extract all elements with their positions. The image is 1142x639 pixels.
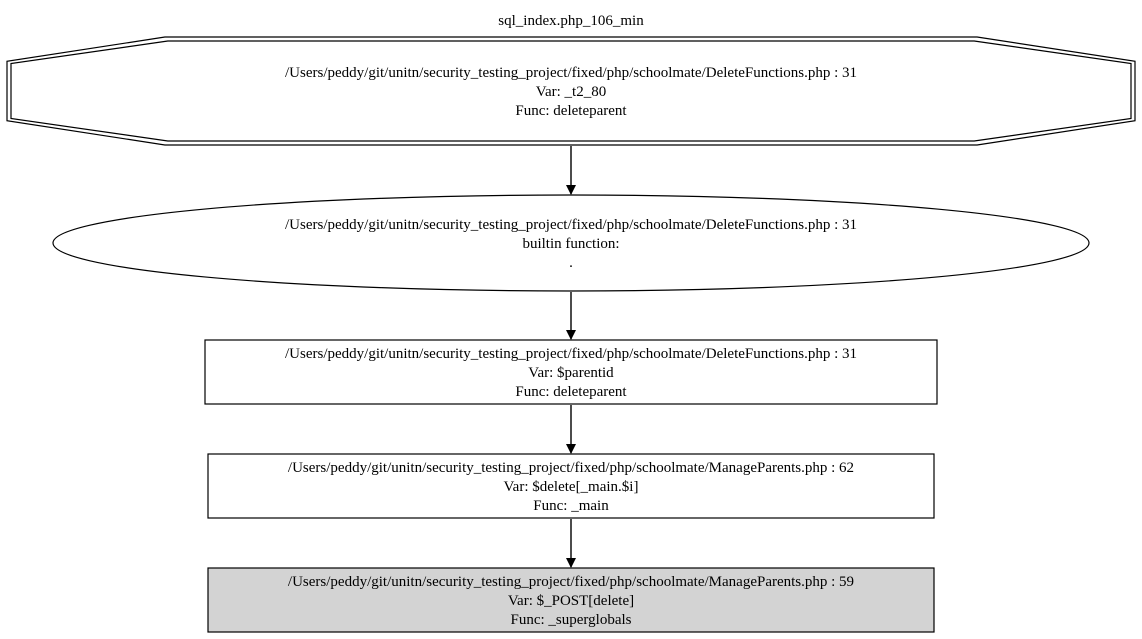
node-shape-outer bbox=[6, 36, 1136, 146]
node-label-line: Func: _main bbox=[533, 498, 609, 514]
graph-node-2: /Users/peddy/git/unitn/security_testing_… bbox=[52, 194, 1090, 292]
node-label-line: Func: deleteparent bbox=[515, 384, 627, 400]
nodes-layer: /Users/peddy/git/unitn/security_testing_… bbox=[6, 36, 1136, 633]
graph-title: sql_index.php_106_min bbox=[498, 13, 644, 29]
node-label-line: Var: $_POST[delete] bbox=[508, 593, 634, 609]
node-shape bbox=[52, 194, 1090, 292]
node-label-line: Func: _superglobals bbox=[511, 612, 632, 628]
node-label-line: /Users/peddy/git/unitn/security_testing_… bbox=[288, 574, 854, 590]
node-shape-inner bbox=[10, 40, 1132, 142]
node-label-line: builtin function: bbox=[522, 236, 619, 252]
node-label-line: /Users/peddy/git/unitn/security_testing_… bbox=[285, 65, 857, 81]
graph-node-5: /Users/peddy/git/unitn/security_testing_… bbox=[207, 567, 935, 633]
node-shape bbox=[204, 339, 938, 405]
graph-node-1: /Users/peddy/git/unitn/security_testing_… bbox=[6, 36, 1136, 146]
node-label-line: /Users/peddy/git/unitn/security_testing_… bbox=[285, 217, 857, 233]
graph-node-3: /Users/peddy/git/unitn/security_testing_… bbox=[204, 339, 938, 405]
node-label-line: Var: $parentid bbox=[528, 365, 614, 381]
node-shape bbox=[207, 567, 935, 633]
node-label-line: Var: $delete[_main.$i] bbox=[504, 479, 639, 495]
node-label-line: Func: deleteparent bbox=[515, 103, 627, 119]
node-label-line: . bbox=[569, 255, 573, 271]
node-label-line: Var: _t2_80 bbox=[536, 84, 606, 100]
node-shape bbox=[207, 453, 935, 519]
node-label-line: /Users/peddy/git/unitn/security_testing_… bbox=[285, 346, 857, 362]
node-label-line: /Users/peddy/git/unitn/security_testing_… bbox=[288, 460, 854, 476]
graph-node-4: /Users/peddy/git/unitn/security_testing_… bbox=[207, 453, 935, 519]
